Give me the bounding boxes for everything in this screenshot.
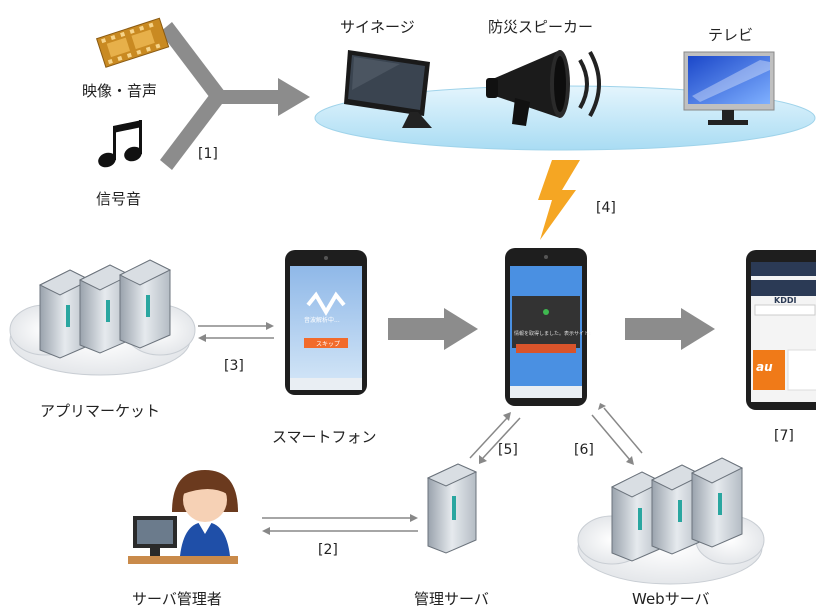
big-arrow-2 <box>625 308 715 350</box>
appmarket-phone-arrows <box>198 322 274 342</box>
label-tv: テレビ <box>708 26 754 44</box>
admin-person-icon <box>128 470 238 564</box>
phone1-status-text: 音波解析中... <box>304 317 340 324</box>
phone3-brand: KDDI <box>774 296 797 305</box>
step-2: [2] <box>318 542 338 558</box>
megaphone-icon <box>486 50 601 126</box>
appmarket-servers-icon <box>38 259 172 359</box>
label-smartphone: スマートフォン <box>272 428 377 446</box>
label-web-server: Webサーバ <box>632 590 710 608</box>
step-4: [4] <box>596 200 616 216</box>
step-5: [5] <box>498 442 518 458</box>
label-mgmt-server: 管理サーバ <box>414 590 489 608</box>
step-1: [1] <box>198 146 218 162</box>
label-admin: サーバ管理者 <box>132 590 222 608</box>
big-arrow-1 <box>388 308 478 350</box>
step-6: [6] <box>574 442 594 458</box>
phone3-au-logo: au <box>756 360 773 374</box>
smartphone-2 <box>505 248 587 406</box>
merge-arrow <box>160 22 310 170</box>
music-note-icon <box>98 120 142 168</box>
phone2-dialog-text: 情報を取得しました。表示サイト: <box>514 331 591 337</box>
label-appmarket: アプリマーケット <box>40 402 161 420</box>
signage-icon <box>344 50 432 128</box>
step-3: [3] <box>224 358 244 374</box>
label-signage: サイネージ <box>340 18 415 36</box>
step-7: [7] <box>774 428 794 444</box>
admin-mgmt-arrows <box>262 514 418 535</box>
film-icon <box>95 17 170 68</box>
smartphone-3 <box>746 250 816 410</box>
label-signal: 信号音 <box>96 190 142 208</box>
mgmt-server-icon <box>426 463 478 554</box>
phone1-skip-button[interactable]: スキップ <box>316 341 341 348</box>
smartphone-1 <box>285 250 367 395</box>
tv-icon <box>683 51 775 125</box>
label-media: 映像・音声 <box>82 82 158 100</box>
web-servers-icon <box>610 457 744 562</box>
mgmt-phone-arrows <box>469 412 521 464</box>
lightning-icon <box>538 160 580 240</box>
label-speaker: 防災スピーカー <box>488 18 594 36</box>
phone-web-arrows <box>591 403 643 465</box>
